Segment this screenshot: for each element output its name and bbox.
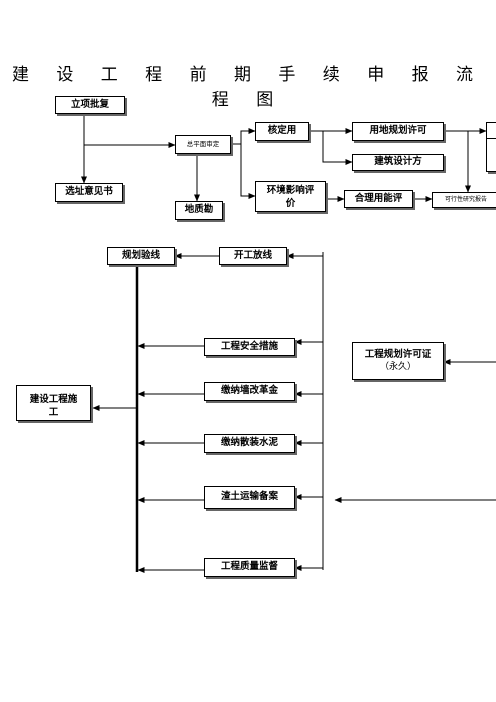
node-offscreen-right — [486, 138, 496, 172]
node-shigong-line2: 工 — [48, 406, 59, 418]
node-qiangai: 缴纳墙改革金 — [204, 382, 295, 401]
node-xuke-line1: 工程规划许可证 — [364, 348, 432, 360]
node-shigong: 建设工程施 工 — [16, 385, 91, 421]
node-sanzhuang: 缴纳散装水泥 — [204, 434, 295, 453]
node-xuke: 工程规划许可证 （永久） — [352, 342, 444, 380]
node-heding: 核定用 — [255, 122, 309, 141]
node-xuke-line2: （永久） — [379, 362, 416, 373]
node-lixiang: 立项批复 — [55, 96, 125, 114]
node-kexing: 可行性研究报告 — [432, 192, 496, 208]
node-guihuayanxian: 规划验线 — [107, 247, 175, 265]
node-huanjing-line2: 价 — [285, 197, 296, 209]
node-kaigong: 开工放线 — [219, 247, 287, 265]
node-zhiliang: 工程质量监督 — [204, 558, 295, 577]
node-jianzhu: 建筑设计方 — [352, 154, 444, 171]
node-shigong-line1: 建设工程施 — [29, 394, 78, 405]
arrow-to-heding — [231, 128, 256, 145]
node-yongdi: 用地规划许可 — [352, 122, 444, 141]
node-huanjing-line1: 环境影响评 — [266, 185, 315, 196]
arrow-to-huanjing — [240, 144, 256, 199]
node-heli: 合理用能评 — [344, 190, 413, 208]
node-xuanzhi: 选址意见书 — [55, 183, 123, 202]
node-zongpingmian: 总平面审定 — [175, 135, 231, 154]
node-dizhi: 地质勘 — [175, 201, 223, 220]
node-anquan: 工程安全措施 — [204, 338, 295, 356]
node-zhatu: 渣土运输备案 — [204, 486, 295, 509]
node-huanjing: 环境影响评 价 — [255, 181, 326, 212]
arrow-to-jianzhu — [322, 131, 353, 165]
page-title: 建 设 工 程 前 期 手 续 申 报 流 程 图 — [11, 65, 485, 110]
